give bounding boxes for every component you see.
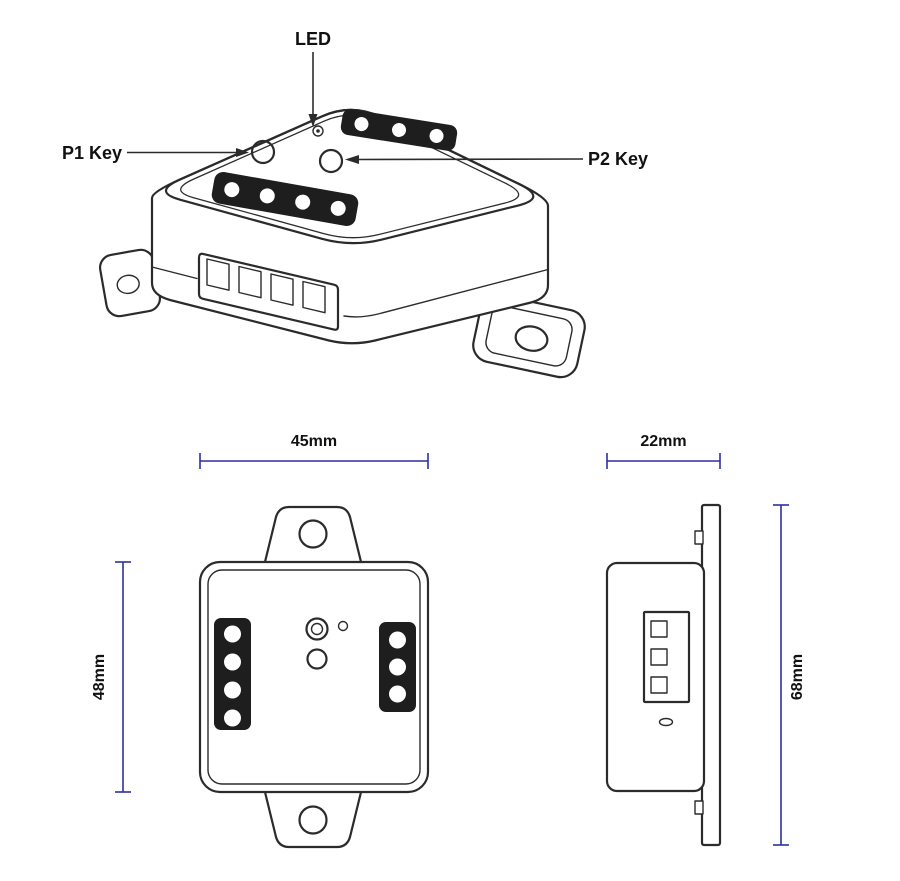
case-seam-right — [343, 268, 549, 318]
p1-arrowhead — [236, 148, 249, 157]
terminal-hole — [224, 182, 240, 198]
p2-leader-line — [356, 158, 584, 161]
terminal-pin-1 — [206, 258, 230, 291]
led-label: LED — [295, 29, 331, 49]
terminal-opening-outline — [197, 252, 340, 331]
height-dimension-label: 48mm — [91, 654, 108, 700]
front-p1-key-ring — [310, 622, 324, 636]
top-terminal-block-left — [211, 171, 359, 227]
led-indicator-dot — [316, 129, 320, 133]
right-mounting-ear — [472, 293, 586, 379]
isometric-view: LED P1 Key P2 Key — [62, 29, 648, 379]
height-dimension: 48mm — [91, 561, 131, 793]
side-plate-step-bottom — [694, 800, 704, 815]
terminal-hole — [224, 681, 241, 699]
front-top-tab-hole — [298, 519, 328, 549]
side-view: 22mm 68mm — [605, 433, 806, 847]
terminal-hole — [224, 653, 241, 671]
p2-label: P2 Key — [588, 149, 648, 169]
side-height-dimension-label: 68mm — [789, 654, 806, 700]
right-ear-hole — [514, 325, 549, 352]
front-view: 45mm 48mm — [91, 433, 430, 849]
terminal-hole — [354, 117, 369, 132]
side-terminal-connector — [642, 610, 691, 727]
front-top-tab — [262, 505, 364, 568]
front-terminal-opening — [197, 252, 340, 331]
p1-label: P1 Key — [62, 143, 122, 163]
led-indicator — [312, 125, 324, 137]
side-connector-outline — [642, 610, 691, 704]
p2-callout: P2 Key — [345, 149, 648, 169]
terminal-block-body — [211, 171, 359, 227]
side-connector-pin-2 — [650, 648, 668, 666]
terminal-pin-2 — [238, 265, 262, 299]
terminal-hole — [392, 123, 406, 137]
front-p1-key-button[interactable] — [305, 617, 329, 641]
terminal-hole — [389, 685, 406, 703]
front-bottom-tab-hole — [298, 805, 328, 835]
right-ear-outline — [472, 293, 586, 379]
terminal-hole — [389, 631, 406, 649]
front-led-indicator — [337, 620, 349, 632]
width-dimension: 45mm — [199, 433, 429, 469]
terminal-hole — [224, 709, 241, 727]
depth-dimension: 22mm — [606, 433, 721, 469]
front-right-terminal-strip — [379, 622, 416, 712]
front-body-inner-line — [207, 569, 421, 785]
front-bottom-tab — [262, 786, 364, 849]
side-height-dimension: 68mm — [773, 504, 806, 846]
side-slot — [658, 717, 674, 727]
front-body-outline — [198, 560, 430, 794]
p2-arrowhead — [345, 155, 359, 164]
side-plate-step-top — [694, 530, 704, 545]
terminal-strip-body — [214, 618, 251, 730]
terminal-hole — [389, 658, 406, 676]
front-left-terminal-strip — [214, 618, 251, 730]
p2-key-button[interactable] — [318, 148, 344, 174]
p1-callout: P1 Key — [62, 143, 249, 163]
right-ear-inner-line — [485, 305, 573, 367]
led-arrowhead — [308, 114, 318, 127]
terminal-hole — [224, 625, 241, 643]
p1-key-button[interactable] — [250, 139, 276, 165]
top-terminal-block-right — [340, 109, 458, 151]
front-p2-key-button[interactable] — [306, 648, 328, 670]
terminal-hole — [259, 188, 275, 204]
device-body — [150, 108, 550, 345]
depth-dimension-label: 22mm — [640, 433, 686, 450]
terminal-hole — [295, 194, 311, 210]
terminal-pin-4 — [302, 280, 326, 314]
led-callout: LED — [295, 29, 331, 127]
side-connector-pin-3 — [650, 676, 668, 694]
width-dimension-label: 45mm — [291, 433, 337, 450]
left-ear-hole — [116, 274, 140, 295]
case-seam-left — [151, 266, 198, 280]
terminal-hole — [330, 200, 346, 216]
terminal-pin-3 — [270, 273, 294, 306]
terminal-hole — [429, 128, 444, 143]
side-connector-pin-1 — [650, 620, 668, 638]
